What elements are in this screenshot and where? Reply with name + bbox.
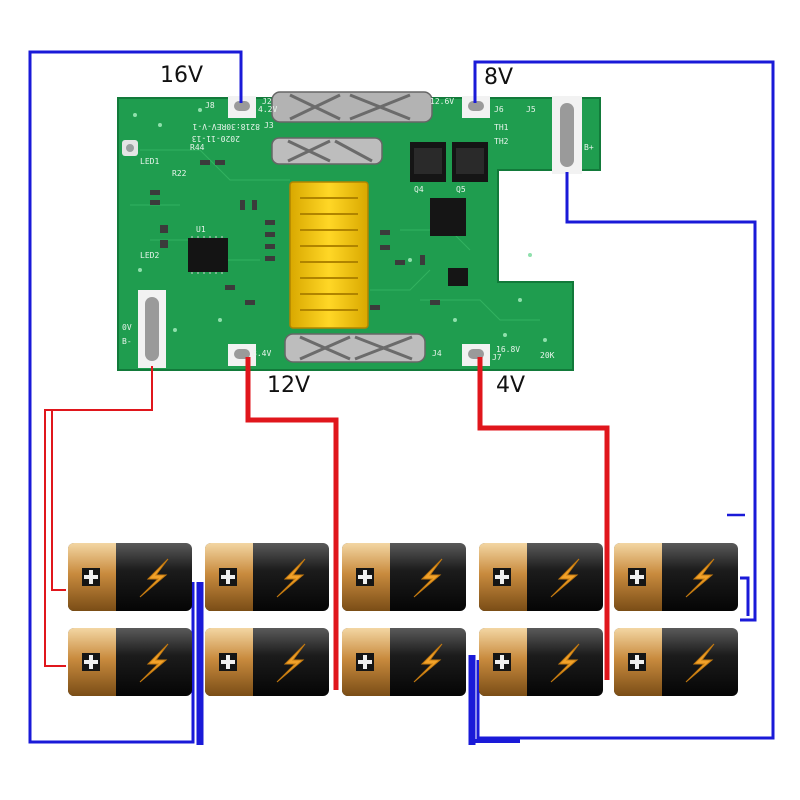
plus-icon (219, 653, 237, 671)
lightning-bolt-icon (139, 643, 169, 683)
wire-bminus-red (44, 366, 153, 667)
smd-components (150, 160, 440, 310)
pcb-silk-4: J6 (494, 105, 504, 114)
connector-slots (300, 197, 358, 311)
battery-cells (68, 543, 738, 696)
wire-bminus-red-2 (51, 410, 66, 591)
ic-chip-u1 (188, 238, 228, 272)
pcb-silk-20: 4.2V (258, 105, 277, 114)
plus-icon (356, 653, 374, 671)
lightning-bolt-icon (276, 643, 306, 683)
small-ic (448, 268, 468, 286)
pcb-silk-10: R22 (172, 169, 187, 178)
label-16v: 16V (160, 63, 203, 88)
plus-icon (628, 653, 646, 671)
pcb-silk-1: J3 (264, 121, 274, 130)
wire-8v-blue (473, 60, 775, 740)
wire-bplus-blue (565, 172, 757, 622)
pcb-silk-14: TH1 (494, 123, 509, 132)
lightning-bolt-icon (550, 558, 580, 598)
battery-cell-9 (479, 628, 603, 696)
plus-icon (493, 653, 511, 671)
pcb-silk-11: U1 (196, 225, 206, 234)
lightning-bolt-icon (550, 643, 580, 683)
lightning-bolt-icon (685, 643, 715, 683)
plus-icon (628, 568, 646, 586)
battery-cell-6 (68, 628, 192, 696)
label-8v: 8V (484, 65, 513, 90)
label-4v: 4V (496, 373, 525, 398)
bms-board: 8218:30REV-V-1 2020-11-13 J2 J3 J4 J5 J6… (117, 91, 601, 371)
pad-b-plus (552, 96, 582, 174)
battery-cell-5 (614, 543, 738, 611)
wire-4v-red (477, 357, 610, 680)
lightning-bolt-icon (413, 643, 443, 683)
pcb-silk-15: TH2 (494, 137, 509, 146)
plus-icon (82, 568, 100, 586)
pad-4v (462, 344, 490, 366)
metal-clip-bottom (284, 333, 426, 363)
battery-cell-8 (342, 628, 466, 696)
pad-16v (228, 96, 256, 118)
plus-icon (219, 568, 237, 586)
pcb-date-text: 2020-11-13 (192, 134, 240, 143)
pcb-silk-19: B+ (584, 143, 594, 152)
pcb-model-text: 8218:30REV-V-1 (192, 122, 260, 131)
battery-cell-10 (614, 628, 738, 696)
pcb-silk-0: J2 (262, 97, 272, 106)
pcb-silk-23: 16.8V (496, 345, 520, 354)
wire-12v-red (245, 357, 339, 690)
pcb-silk-2: J4 (432, 349, 442, 358)
battery-cell-3 (342, 543, 466, 611)
battery-connector (289, 181, 369, 329)
pad-8v (462, 96, 490, 118)
pcb-silk-6: J8 (205, 101, 215, 110)
wire-bplus-blue-2 (740, 576, 750, 616)
pcb-silk-18: B- (122, 337, 132, 346)
metal-clip-top (271, 91, 433, 123)
battery-cell-2 (205, 543, 329, 611)
plus-icon (356, 568, 374, 586)
pcb-silk-12: Q4 (414, 185, 424, 194)
lightning-bolt-icon (139, 558, 169, 598)
plus-icon (82, 653, 100, 671)
pcb-silk-3: J5 (526, 105, 536, 114)
pcb-silk-17: 0V (122, 323, 132, 332)
label-12v: 12V (267, 373, 310, 398)
battery-cell-1 (68, 543, 192, 611)
pad-b-minus (138, 290, 166, 368)
pcb-vias (133, 108, 547, 342)
pcb-silk-5: J7 (492, 353, 502, 362)
pcb-silk-9: R44 (190, 143, 205, 152)
lightning-bolt-icon (276, 558, 306, 598)
pcb-silk-13: Q5 (456, 185, 466, 194)
pcb-silk-8: LED2 (140, 251, 159, 260)
lightning-bolt-icon (413, 558, 443, 598)
pcb-silk-21: 8.4V (252, 349, 271, 358)
wires (28, 50, 775, 745)
pcb-silk-16: 20K (540, 351, 555, 360)
metal-clip-mid (271, 137, 383, 165)
mosfet-q6 (430, 198, 466, 236)
pcb-silk-7: LED1 (140, 157, 159, 166)
battery-cell-7 (205, 628, 329, 696)
lightning-bolt-icon (685, 558, 715, 598)
pcb-silk-22: 12.6V (430, 97, 454, 106)
battery-cell-4 (479, 543, 603, 611)
wire-16v-blue (28, 50, 243, 744)
plus-icon (493, 568, 511, 586)
